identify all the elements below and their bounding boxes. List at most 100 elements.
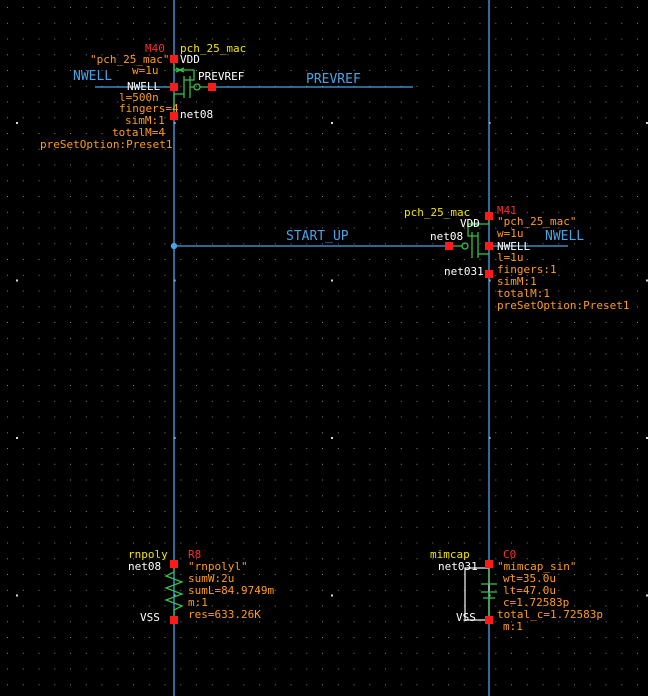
grid-dot [605,70,607,71]
grid-dot [85,526,87,528]
pin-m41-vdd[interactable] [485,212,493,220]
grid-dot [448,416,449,418]
grid-dot [432,38,434,40]
grid-dot [574,22,575,24]
grid-dot [385,306,386,308]
grid-dot [38,637,40,638]
grid-dot [448,38,449,40]
grid-dot [7,385,8,386]
m40-pmos-symbol[interactable] [173,64,212,116]
pin-r8-top[interactable] [170,560,178,568]
grid-dot [227,432,229,434]
grid-dot [369,668,371,670]
grid-dot [117,432,119,434]
grid-dot [621,495,623,497]
grid-dot [337,70,339,71]
grid-dot [196,243,197,245]
pin-m41-drain[interactable] [485,270,493,278]
grid-dot [85,605,87,607]
grid-dot [148,511,150,512]
grid-dot [290,637,292,638]
grid-dot [38,621,40,623]
grid-dot [369,227,371,229]
grid-dot [448,668,449,670]
grid-dot [526,495,528,497]
grid-dot [243,38,245,40]
pin-r8-bottom[interactable] [170,616,178,624]
grid-dot [369,542,371,544]
grid-dot [259,495,260,497]
grid-dot [117,637,119,638]
grid-dot [463,259,465,260]
pin-m40-gate[interactable] [208,83,216,91]
grid-dot [54,416,56,418]
grid-dot [243,54,245,56]
pin-c0-bottom[interactable] [485,616,493,624]
grid-dot [180,542,182,544]
grid-dot [385,637,386,638]
grid-dot [164,322,166,323]
grid-dot [621,101,623,103]
grid-dot [70,337,71,339]
grid-dot [479,211,481,213]
grid-dot [400,290,402,292]
grid-dot [101,274,103,276]
grid-dot [385,511,386,512]
grid-dot [117,148,119,150]
grid-dot [70,259,71,260]
grid-dot [22,164,24,166]
pin-m41-nwell[interactable] [485,242,493,250]
c0-capacitor-symbol[interactable] [464,566,497,621]
grid-dot [479,227,481,229]
grid-dot [448,101,449,103]
grid-dot [605,54,607,56]
grid-dot [85,180,87,182]
grid-dot [558,652,560,654]
grid-dot [70,605,71,607]
grid-dot [621,164,623,166]
grid-dot [589,652,591,654]
grid-dot [211,148,213,150]
grid-dot [605,432,607,434]
pin-m40-vdd[interactable] [170,55,178,63]
grid-dot [511,558,512,560]
pin-m40-drain[interactable] [170,112,178,120]
grid-dot [7,605,8,607]
grid-dot [274,385,276,386]
grid-dot [526,196,528,197]
pin-m40-nwell[interactable] [170,83,178,91]
grid-dot [243,448,245,449]
grid-dot [353,621,355,623]
grid-dot [38,70,40,71]
grid-dot [227,542,229,544]
grid-dot [463,274,465,276]
grid-dot [180,353,182,355]
grid-dot [196,7,197,8]
grid-dot [133,196,134,197]
grid-dot [7,211,8,213]
grid-dot [526,558,528,560]
grid-dot [7,589,8,591]
grid-dot [589,180,591,182]
grid-dot [400,70,402,71]
grid-dot [495,432,497,434]
pin-m41-gate[interactable] [445,242,453,250]
pin-c0-top[interactable] [485,560,493,568]
grid-dot [448,211,449,213]
r8-resistor-symbol[interactable] [164,566,184,618]
grid-dot [589,684,591,686]
grid-dot [416,274,418,276]
grid-dot [7,558,8,560]
grid-dot [290,385,292,386]
grid-dot [54,574,56,575]
grid-dot [637,369,638,371]
grid-dot [196,85,197,87]
grid-dot [22,227,24,229]
grid-dot [101,511,103,512]
grid-dot [306,652,308,654]
grid-dot [353,7,355,8]
grid-dot [164,432,166,434]
grid-dot [463,243,465,245]
